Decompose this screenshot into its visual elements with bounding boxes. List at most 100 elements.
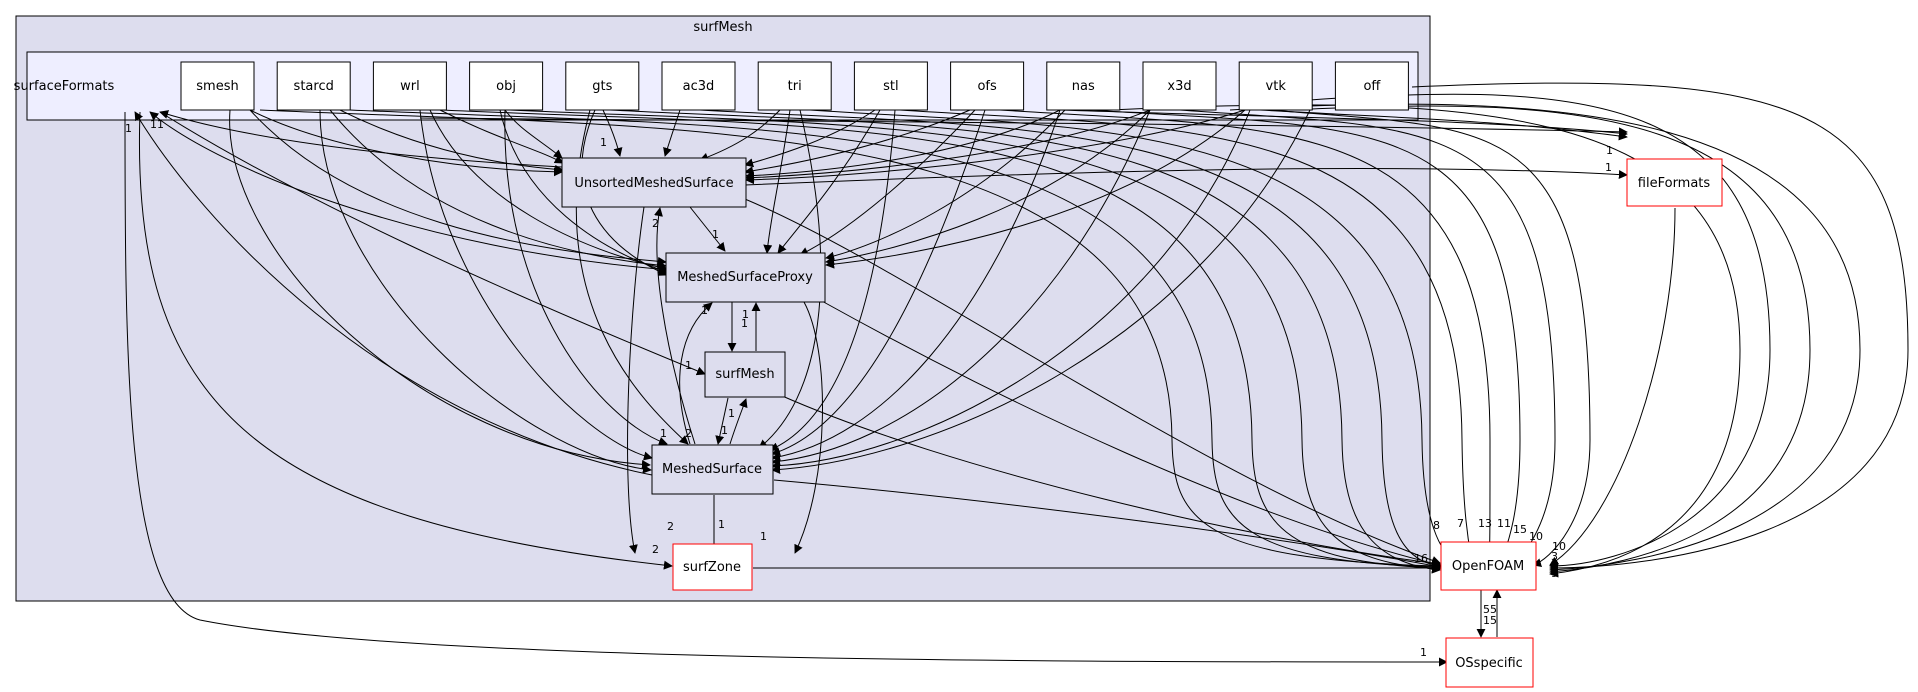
edge-obj-openfoam (509, 109, 1441, 574)
edge-label: 2 (685, 427, 692, 440)
format-nodes: smesh starcd wrl obj gts ac3d tri stl ofs nas x3d v… (180, 61, 1409, 111)
edge-label: 55 (1483, 603, 1497, 616)
edge-wrl-openfoam (439, 109, 1441, 573)
edge-smesh-surfaceformats (159, 110, 621, 171)
node-label: MeshedSurface (662, 462, 762, 477)
node-label: obj (496, 79, 516, 94)
edge-label: 10 (1552, 540, 1566, 553)
edge-label: 1 (701, 304, 708, 317)
node-label: x3d (1167, 79, 1191, 94)
edge-formats-zone (138, 111, 673, 570)
edge-label: 11 (150, 118, 164, 131)
edge-x3d-openfoam-b (1229, 103, 1861, 575)
node-x3d[interactable]: x3d (1142, 61, 1217, 111)
node-meshed-surface[interactable]: MeshedSurface (651, 444, 774, 495)
edge-smesh-proxy (249, 109, 667, 266)
edge-nas-meshed (771, 109, 1061, 462)
node-gts[interactable]: gts (565, 61, 640, 111)
node-label: surfMesh (715, 367, 774, 382)
edge-x3d-unsorted (745, 109, 1151, 183)
node-off[interactable]: off (1334, 61, 1409, 111)
node-smesh[interactable]: smesh (180, 61, 255, 111)
edge-vtk-openfoam-b (1289, 105, 1811, 576)
node-label: ac3d (683, 79, 715, 94)
edge-ac3d-unsorted (663, 109, 681, 157)
surfaceformats-cluster-label: surfaceFormats (14, 79, 115, 94)
edge-formats-surfmesh (159, 111, 706, 376)
edge-label: 10 (1529, 530, 1543, 543)
node-openfoam[interactable]: OpenFOAM (1440, 541, 1537, 591)
edge-x3d-openfoam (1179, 109, 1556, 563)
edge-wrl-meshed (419, 109, 653, 461)
edge-label: 1 (660, 427, 667, 440)
node-surfmesh[interactable]: surfMesh (704, 351, 786, 398)
edge-nas-proxy (825, 109, 1066, 261)
edge-off-openfoam-b (1411, 82, 1909, 573)
node-label: MeshedSurfaceProxy (677, 270, 813, 285)
edge-label: 7 (1457, 517, 1464, 530)
edge-surfmesh-meshed (715, 397, 729, 445)
node-meshed-surface-proxy[interactable]: MeshedSurfaceProxy (665, 252, 826, 303)
edge-label: 1 (1605, 161, 1612, 174)
edge-ofs-meshed (771, 109, 986, 456)
node-label: OSspecific (1455, 656, 1523, 671)
edge-vtk-openfoam (1269, 109, 1591, 568)
node-surfzone[interactable]: surfZone (672, 543, 753, 591)
node-ofs[interactable]: ofs (950, 61, 1025, 111)
edge-formats-osspecific (124, 111, 1448, 667)
node-stl[interactable]: stl (853, 61, 928, 111)
edge-label: 16 (1414, 552, 1428, 565)
node-wrl[interactable]: wrl (372, 61, 447, 111)
edge-label: 2 (667, 520, 674, 533)
edge-meshed-surfaceformats (134, 111, 653, 476)
node-label: tri (788, 79, 802, 94)
node-unsorted-meshed-surface[interactable]: UnsortedMeshedSurface (561, 157, 747, 208)
node-label: off (1363, 79, 1381, 94)
edge-vtk-proxy (825, 109, 1246, 269)
edge-starcd-unsorted (339, 109, 564, 174)
node-fileformats[interactable]: fileFormats (1626, 158, 1723, 207)
edge-unsorted-proxy (689, 206, 726, 252)
edge-label: 15 (1513, 523, 1527, 536)
edge-label: 1 (760, 530, 767, 543)
node-ac3d[interactable]: ac3d (661, 61, 736, 111)
edge-smesh-openfoam (259, 109, 1441, 571)
edge-label: 1 (1606, 144, 1613, 157)
edge-label: 1 (741, 317, 748, 330)
node-label: fileFormats (1638, 176, 1711, 191)
edge-label: 8 (1433, 519, 1440, 532)
node-label: ofs (977, 79, 997, 94)
edge-tri-meshed (758, 109, 822, 449)
edge-label: 1 (600, 136, 607, 149)
node-label: UnsortedMeshedSurface (574, 176, 733, 191)
edge-label: 2 (652, 543, 659, 556)
edge-label: 11 (1497, 517, 1511, 530)
edge-stl-proxy (777, 109, 881, 254)
edge-label: 1 (721, 424, 728, 437)
edge-proxy-openfoam (819, 299, 1441, 568)
edge-ofs-proxy (799, 109, 976, 256)
edge-proxy-surfaceformats (149, 111, 671, 271)
node-label: starcd (294, 79, 334, 94)
edge-unsorted-zone (627, 206, 645, 554)
edge-ofs-openfoam (999, 109, 1495, 563)
node-nas[interactable]: nas (1046, 61, 1121, 111)
node-tri[interactable]: tri (757, 61, 832, 111)
node-vtk[interactable]: vtk (1238, 61, 1313, 111)
edge-proxy-zone (794, 301, 823, 554)
edge-label: 3 (1551, 550, 1558, 563)
edge-starcd-openfoam (349, 109, 1441, 572)
edge-wrl-unsorted (439, 109, 564, 164)
edge-nas-openfoam (1089, 109, 1521, 563)
node-label: smesh (196, 79, 238, 94)
edge-surfmesh-openfoam (779, 394, 1441, 568)
edge-gts-proxy (581, 109, 668, 276)
edge-meshed-openfoam (773, 479, 1441, 570)
node-osspecific[interactable]: OSspecific (1445, 637, 1534, 688)
edge-x3d-meshed (771, 109, 1151, 466)
node-starcd[interactable]: starcd (276, 61, 351, 111)
node-label: gts (592, 79, 612, 94)
edge-label: 15 (1483, 614, 1497, 627)
node-obj[interactable]: obj (469, 61, 544, 111)
